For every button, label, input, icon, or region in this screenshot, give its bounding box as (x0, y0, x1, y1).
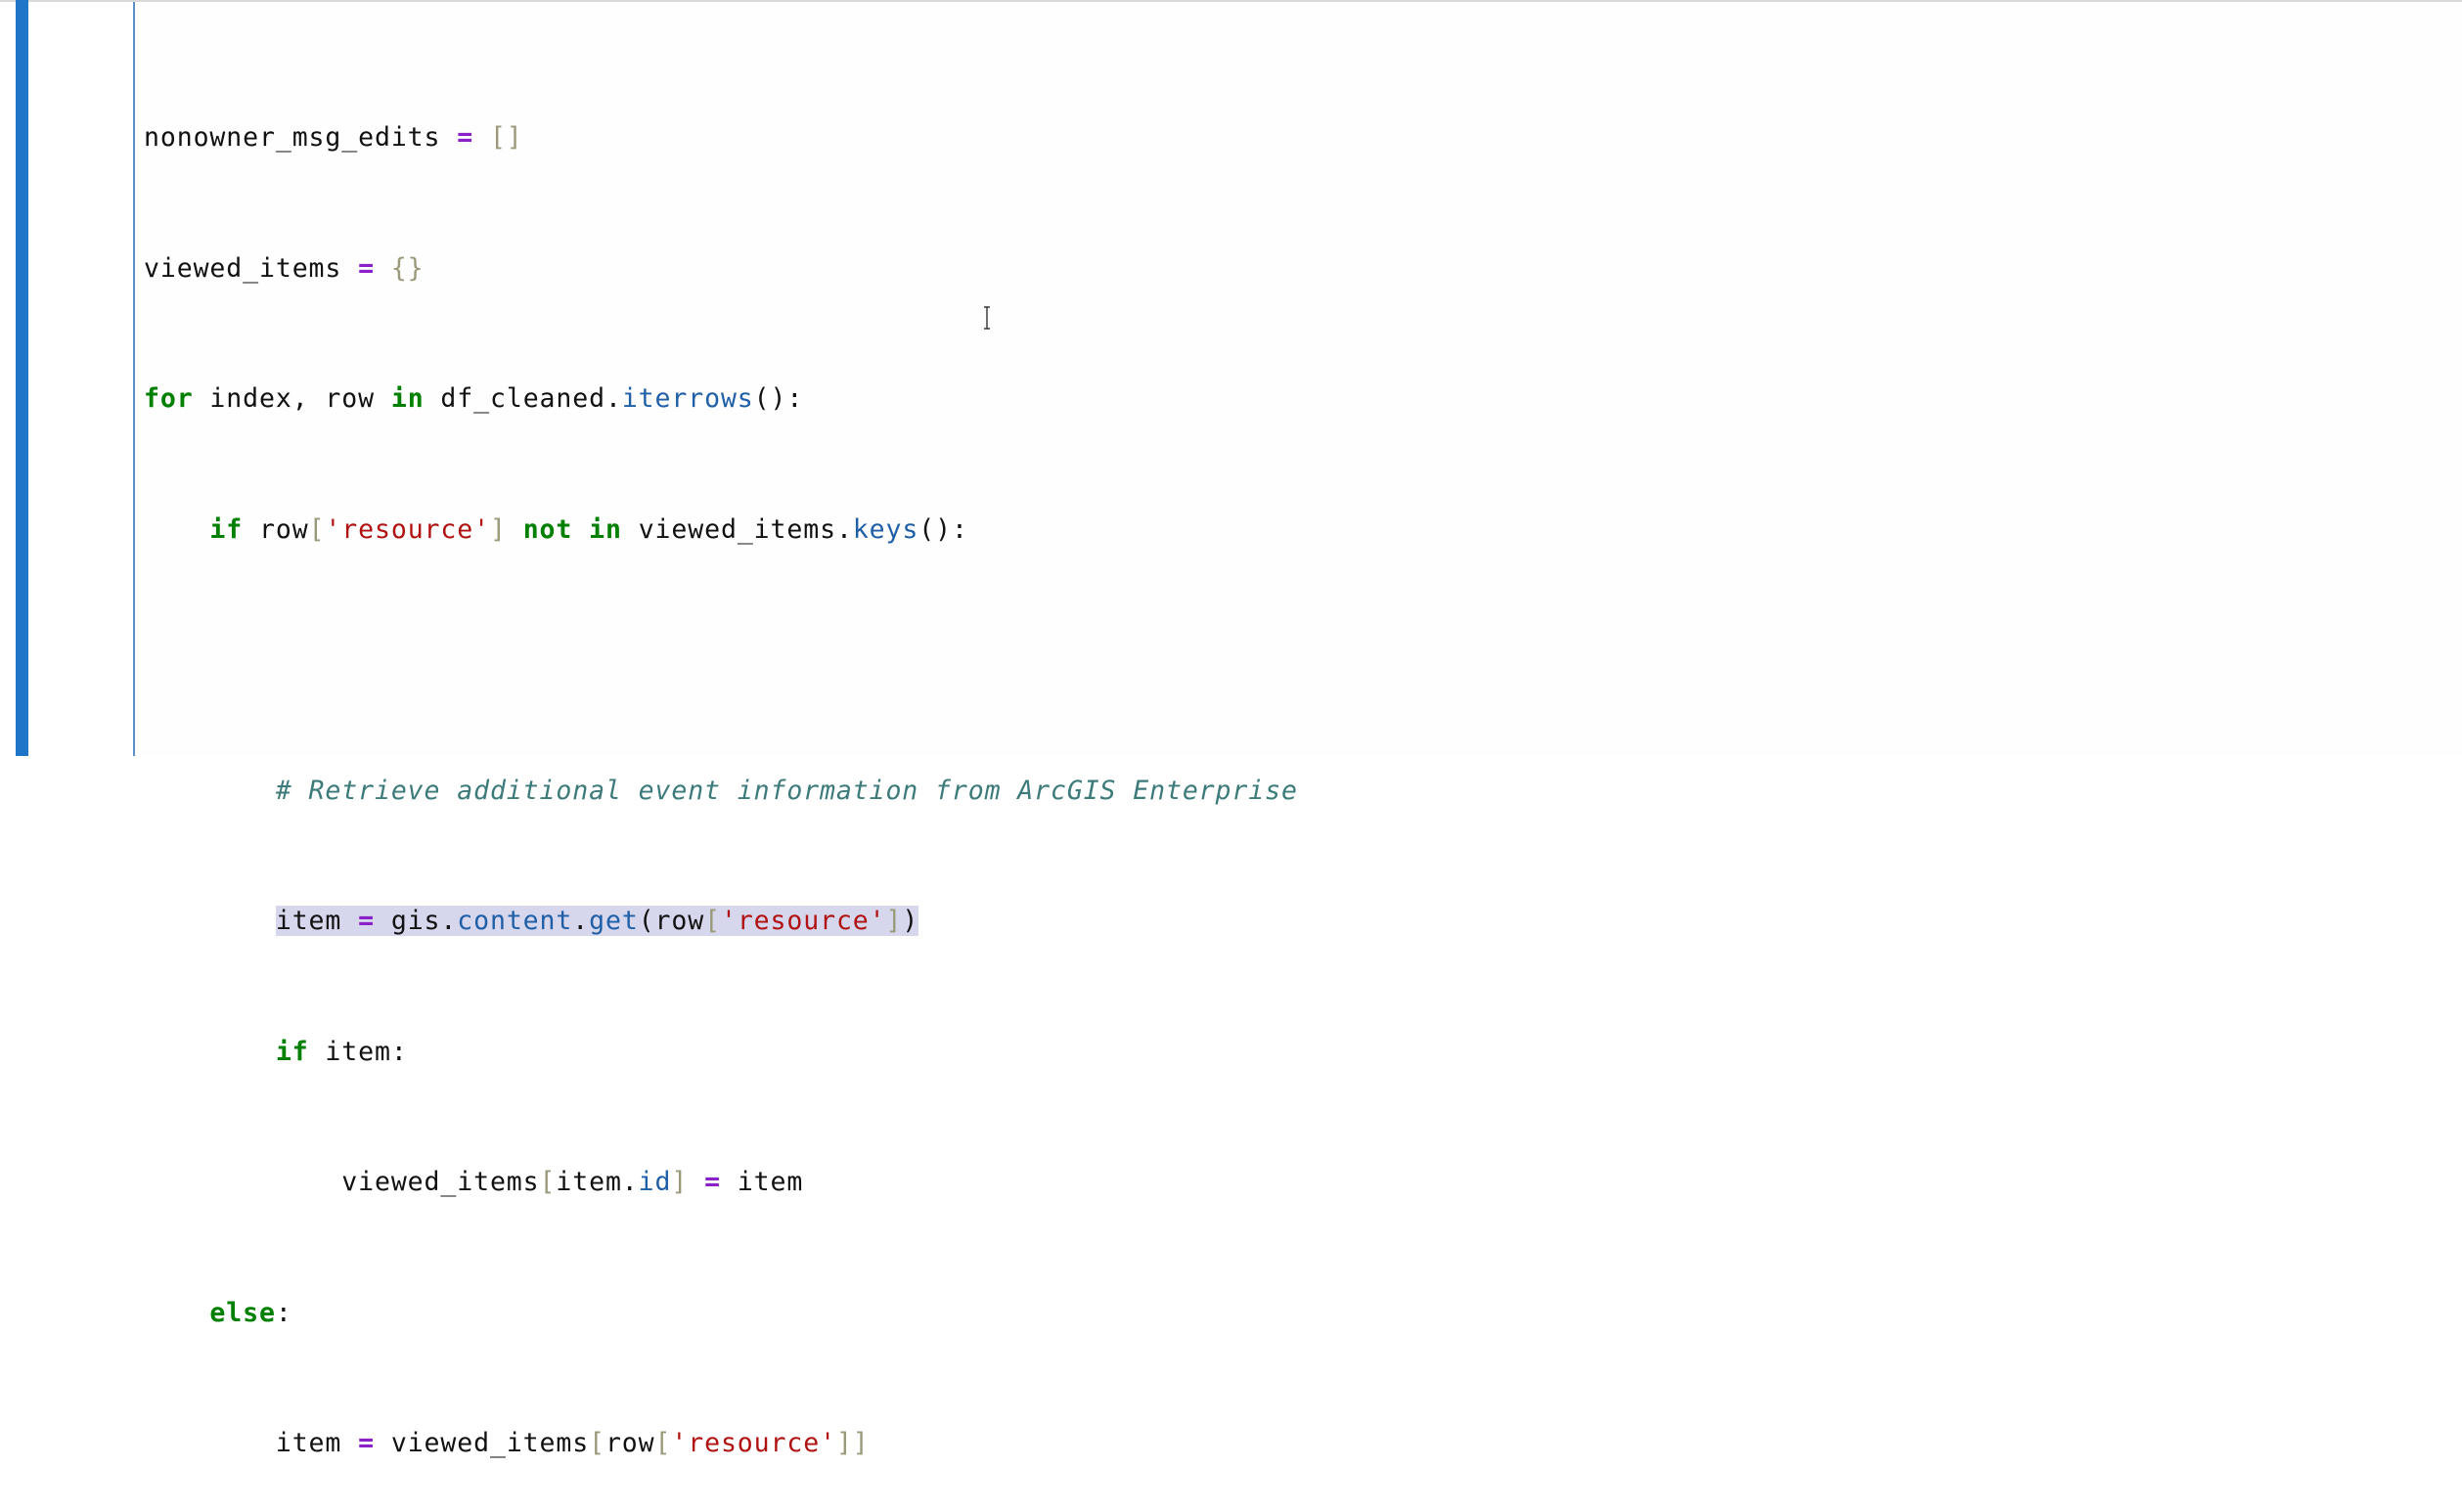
code-line-8: if item: (275, 1036, 408, 1067)
top-border (0, 0, 2462, 2)
code-line-1: nonowner_msg_edits = [] (144, 122, 523, 153)
text-cursor-ibeam-icon (984, 306, 990, 330)
code-line-3: for index, row in df_cleaned.iterrows(): (144, 383, 804, 414)
code-line-10: else: (209, 1297, 292, 1328)
code-block[interactable]: nonowner_msg_edits = [] viewed_items = {… (144, 29, 2386, 1512)
code-line-6-comment: # Retrieve additional event information … (275, 775, 1298, 806)
code-line-7-selected: item = gis.content.get(row['resource']) (144, 900, 2386, 944)
code-line-9: viewed_items[item.id] = item (341, 1167, 804, 1197)
active-cell-indicator[interactable] (16, 0, 28, 756)
code-line-4: if row['resource'] not in viewed_items.k… (209, 513, 968, 545)
cell-editor-border (133, 2, 135, 756)
code-line-11: item = viewed_items[row['resource']] (275, 1428, 870, 1458)
code-cell-editor[interactable] (135, 2, 2462, 756)
text-selection[interactable]: item = gis.content.get(row['resource']) (275, 906, 919, 936)
code-line-5-blank (144, 639, 2386, 683)
code-line-2: viewed_items = {} (144, 252, 425, 284)
cell-prompt-gutter (28, 2, 133, 756)
